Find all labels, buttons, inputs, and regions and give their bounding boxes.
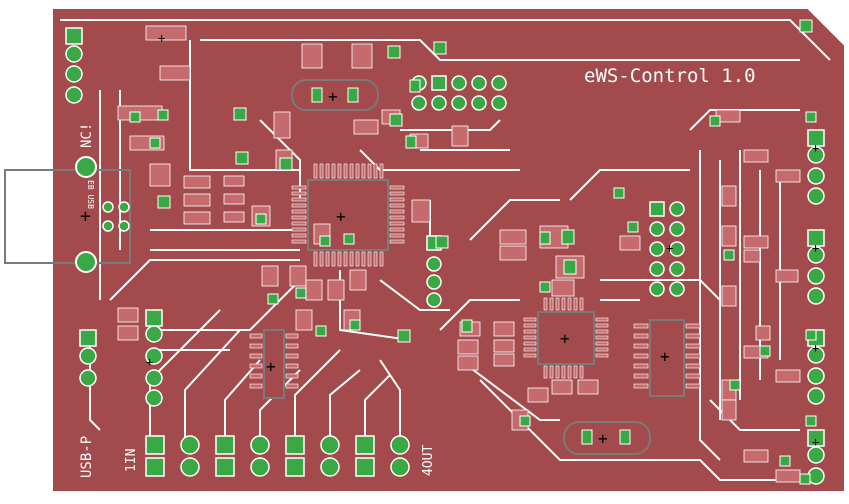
header-usb-p [79,329,97,387]
crystal-top-crosshair: + [328,87,338,106]
usb-crosshair: + [80,206,91,227]
io-headers-bottom [145,435,410,477]
label-4out: 4OUT [421,445,436,476]
crystal-top [291,79,379,111]
svg-text:+: + [812,241,819,255]
label-1in: 1IN [124,449,139,472]
header-right-mid [649,201,685,297]
crystal-bottom-crosshair: + [598,429,608,448]
svg-text:+: + [560,329,570,348]
smd-pads [129,19,817,485]
usb-mount-hole-bottom [75,251,97,273]
crystal-top-pads [311,87,359,103]
soic-chip-left: + [249,329,299,399]
crystal-bottom-pads [581,429,631,445]
board-title: eWS-Control 1.0 [584,65,756,87]
header-mid-left [145,309,163,407]
svg-text:+: + [812,435,819,449]
usb-connector-outline [4,169,131,264]
svg-text:+: + [660,347,670,366]
mcu-main: + [291,163,405,267]
svg-text:+: + [666,241,673,255]
crystal-bottom [563,421,651,455]
header-small-vertical [426,235,442,308]
svg-text:+: + [146,355,153,369]
smd-passives [117,25,801,483]
usb-pads [102,201,130,232]
svg-text:+: + [812,341,819,355]
mcu-secondary: + [523,297,609,379]
svg-text:+: + [812,141,819,155]
component-crosshairs: + + + + + + + [146,31,819,449]
trace-gaps [60,19,831,481]
svg-text:+: + [266,357,276,376]
usb-silk-text: EB USB [86,180,95,209]
label-nc: NC! [79,123,95,148]
header-right-column [807,129,825,485]
header-top-center [411,75,507,111]
usb-mount-hole-top [75,156,97,178]
header-left-top [65,27,83,104]
svg-text:EB USB: EB USB [86,180,95,209]
label-usb-p: USB-P [79,436,95,478]
svg-text:+: + [336,207,346,226]
svg-text:+: + [158,31,165,45]
soic-chip-right: + [633,319,701,397]
